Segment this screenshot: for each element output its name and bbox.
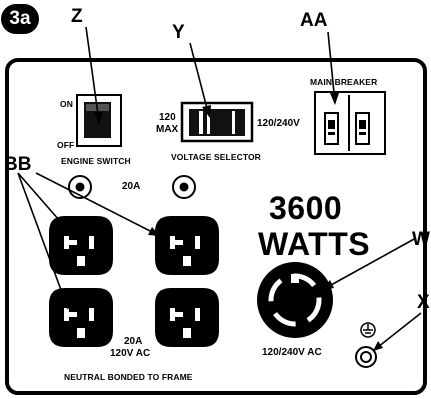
- callout-y-label: Y: [172, 22, 185, 43]
- ground-lug: [355, 346, 377, 368]
- wattage-value: 3600: [269, 190, 343, 226]
- outlets-120v-rating-amps: 20A: [124, 336, 143, 347]
- outlet-240v-twist-lock: [257, 262, 333, 338]
- callout-arrowheads: [60, 93, 383, 351]
- engine-switch-caption: ENGINE SWITCH: [61, 156, 131, 166]
- callout-x-label: X: [417, 292, 430, 313]
- circuit-breaker-button-right: [172, 175, 196, 199]
- engine-switch-on-label: ON: [60, 99, 73, 109]
- main-breaker-graphic: [314, 91, 386, 155]
- outlet-120v-top-right: [155, 216, 219, 275]
- outlet-120v-top-left: [49, 216, 113, 275]
- wattage-unit: WATTS: [258, 226, 371, 262]
- outlet-120v-bottom-left: [49, 288, 113, 347]
- callout-bb-label: BB: [4, 154, 32, 175]
- callout-leaders: [17, 26, 422, 352]
- voltage-selector-max-label: MAX: [156, 124, 179, 135]
- engine-switch-off-label: OFF: [57, 140, 75, 150]
- voltage-selector-240-label: 120/240V: [257, 118, 300, 129]
- voltage-selector-graphic: [180, 101, 254, 143]
- outlet-120v-bottom-right: [155, 288, 219, 347]
- callout-aa-label: AA: [300, 10, 328, 31]
- figure-badge: 3a: [1, 4, 39, 34]
- neutral-bonded-note: NEUTRAL BONDED TO FRAME: [64, 372, 193, 382]
- voltage-selector-caption: VOLTAGE SELECTOR: [171, 152, 261, 162]
- ground-symbol-icon: [360, 322, 376, 338]
- callout-z-label: Z: [71, 6, 83, 27]
- circuit-breaker-rating: 20A: [122, 181, 141, 192]
- voltage-selector-120-label: 120: [159, 112, 176, 123]
- circuit-breaker-button-left: [68, 175, 92, 199]
- callout-w-label: W: [412, 229, 430, 250]
- outlets-120v-rating-volts: 120V AC: [110, 348, 151, 359]
- outlet-240v-rating: 120/240V AC: [262, 347, 322, 358]
- main-breaker-caption: MAIN BREAKER: [310, 77, 378, 87]
